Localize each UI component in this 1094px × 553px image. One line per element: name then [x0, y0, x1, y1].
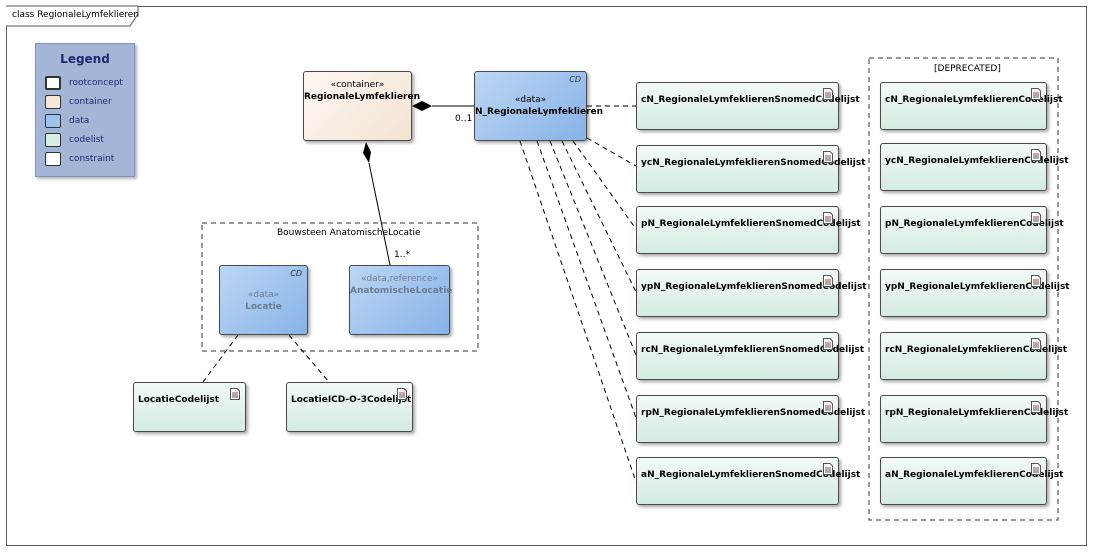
codelist-icon [397, 388, 407, 400]
legend-label: constraint [69, 154, 115, 164]
codelist-icon [823, 275, 833, 287]
class-stereotype: «data,reference» [360, 274, 439, 284]
codelist-icon [1031, 275, 1041, 287]
legend-label: data [69, 116, 90, 126]
frame-label: class RegionaleLymfeklieren [12, 10, 140, 20]
class-stereotype: «data» [514, 95, 547, 105]
class-name: AnatomischeLocatie [350, 286, 453, 296]
codelist-pn-deprecated[interactable]: pN_RegionaleLymfeklierenCodelijst [880, 206, 1064, 254]
codelist-name: ycN_RegionaleLymfeklierenSnomedCodelijst [641, 158, 866, 168]
legend-swatch [45, 114, 61, 128]
codelist-name: rpN_RegionaleLymfeklierenCodelijst [885, 408, 1069, 418]
composition-line-anatomische [368, 162, 391, 266]
class-n-regionale-lymfeklieren[interactable]: CD «data» N_RegionaleLymfeklieren [474, 71, 604, 141]
codelist-icon [1031, 463, 1041, 475]
legend-swatch [45, 152, 61, 166]
codelist-icon [823, 401, 833, 413]
codelist-rcn-snomed[interactable]: rcN_RegionaleLymfeklierenSnomedCodelijst [636, 332, 864, 380]
codelist-name: aN_RegionaleLymfeklierenCodelijst [885, 470, 1064, 480]
codelist-icon [1031, 212, 1041, 224]
codelist-icon [1031, 401, 1041, 413]
codelist-name: ypN_RegionaleLymfeklierenCodelijst [885, 282, 1070, 292]
codelist-icon [823, 151, 833, 163]
package-boundary [201, 222, 479, 352]
class-name: N_RegionaleLymfeklieren [475, 107, 604, 117]
class-anatomische-locatie[interactable]: «data,reference» AnatomischeLocatie [349, 265, 453, 335]
codelist-cn-snomed[interactable]: cN_RegionaleLymfeklierenSnomedCodelijst [636, 82, 860, 130]
codelist-an-snomed[interactable]: aN_RegionaleLymfeklierenSnomedCodelijst [636, 457, 860, 505]
class-stereotype: «container» [330, 80, 385, 90]
codelist-name: rcN_RegionaleLymfeklierenCodelijst [885, 345, 1068, 355]
codelist-ypn-snomed[interactable]: ypN_RegionaleLymfeklierenSnomedCodelijst [636, 269, 867, 317]
deprecated-title: [DEPRECATED] [934, 64, 1001, 74]
package-title: Bouwsteen AnatomischeLocatie [277, 228, 421, 238]
legend-swatch [45, 133, 61, 147]
codelist-name: rcN_RegionaleLymfeklierenSnomedCodelijst [641, 345, 865, 355]
codelist-ycn-snomed[interactable]: ycN_RegionaleLymfeklierenSnomedCodelijst [636, 145, 866, 193]
codelist-rcn-deprecated[interactable]: rcN_RegionaleLymfeklierenCodelijst [880, 332, 1067, 380]
class-name: RegionaleLymfeklieren [304, 92, 421, 102]
composition-diamond-anatomische [363, 142, 371, 163]
codelist-icon [823, 212, 833, 224]
legend-label: rootconcept [69, 78, 123, 88]
codelist-icon [1031, 338, 1041, 350]
codelist-icon [1031, 149, 1041, 161]
codelist-icon [230, 388, 240, 400]
codelist-ycn-deprecated[interactable]: ycN_RegionaleLymfeklierenCodelijst [880, 143, 1069, 191]
codelist-an-deprecated[interactable]: aN_RegionaleLymfeklierenCodelijst [880, 457, 1063, 505]
deprecated-boundary [868, 57, 1059, 521]
codelist-icon [823, 338, 833, 350]
codelist-name: cN_RegionaleLymfeklierenCodelijst [885, 95, 1063, 105]
codelist-cn-deprecated[interactable]: cN_RegionaleLymfeklierenCodelijst [880, 82, 1063, 130]
legend-swatch [45, 76, 61, 90]
codelist-name: LocatieICD-O-3Codelijst [291, 395, 412, 405]
class-tag: CD [569, 75, 581, 84]
codelist-locatie[interactable]: LocatieCodelijst [133, 382, 246, 432]
class-stereotype: «data» [247, 290, 280, 300]
legend-swatch [45, 95, 61, 109]
codelist-icon [823, 88, 833, 100]
legend-title: Legend [60, 52, 110, 66]
codelist-rpn-snomed[interactable]: rpN_RegionaleLymfeklierenSnomedCodelijst [636, 395, 865, 443]
class-locatie[interactable]: CD «data» Locatie [219, 265, 308, 335]
codelist-name: pN_RegionaleLymfeklierenCodelijst [885, 219, 1064, 229]
codelist-name: ypN_RegionaleLymfeklierenSnomedCodelijst [641, 282, 867, 292]
composition-diamond-data [412, 101, 432, 111]
codelist-icon [823, 463, 833, 475]
codelist-name: rpN_RegionaleLymfeklierenSnomedCodelijst [641, 408, 866, 418]
dependency-lines-locatie [202, 334, 330, 383]
codelist-pn-snomed[interactable]: pN_RegionaleLymfeklierenSnomedCodelijst [636, 206, 861, 254]
codelist-icon [1031, 88, 1041, 100]
legend-label: container [69, 97, 112, 107]
class-name: Locatie [245, 302, 282, 312]
codelist-name: ycN_RegionaleLymfeklierenCodelijst [885, 156, 1069, 166]
class-regionale-lymfeklieren[interactable]: «container» RegionaleLymfeklieren [303, 71, 421, 141]
frame-tab [6, 5, 139, 27]
codelist-rpn-deprecated[interactable]: rpN_RegionaleLymfeklierenCodelijst [880, 395, 1068, 443]
legend-label: codelist [69, 135, 104, 145]
legend: Legend rootconcept container data codeli… [35, 43, 135, 177]
codelist-locatie-icd-o-3[interactable]: LocatieICD-O-3Codelijst [286, 382, 413, 432]
multiplicity-anatomische: 1..* [394, 250, 410, 260]
codelist-ypn-deprecated[interactable]: ypN_RegionaleLymfeklierenCodelijst [880, 269, 1070, 317]
multiplicity-data: 0..1 [455, 114, 473, 124]
class-tag: CD [290, 269, 302, 278]
dependency-lines-snomed [519, 105, 637, 483]
codelist-name: aN_RegionaleLymfeklierenSnomedCodelijst [641, 470, 861, 480]
codelist-name: pN_RegionaleLymfeklierenSnomedCodelijst [641, 219, 861, 229]
codelist-name: LocatieCodelijst [138, 395, 220, 405]
codelist-name: cN_RegionaleLymfeklierenSnomedCodelijst [641, 95, 860, 105]
